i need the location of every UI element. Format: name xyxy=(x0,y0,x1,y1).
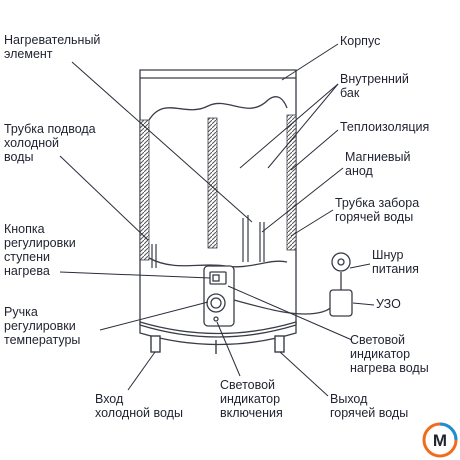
label-body: Корпус xyxy=(340,34,380,48)
label-heating-button: Кнопка регулировки ступени нагрева xyxy=(4,222,76,278)
leader-temp-knob xyxy=(99,301,209,331)
insulation-layer xyxy=(139,114,297,261)
leader-heating-button xyxy=(59,271,211,279)
label-line: регулировки xyxy=(4,319,76,333)
label-line: Вход xyxy=(95,392,124,406)
label-line: горячей воды xyxy=(335,210,414,224)
label-insulation: Теплоизоляция xyxy=(340,120,429,134)
power-cord xyxy=(233,252,353,317)
leader-inner-tank-2 xyxy=(239,83,339,169)
label-magnesium-anode: Магниевый анод xyxy=(345,150,411,178)
label-line: Шнур xyxy=(372,248,404,262)
label-temp-knob: Ручка регулировки температуры xyxy=(4,305,80,347)
label-line: индикатор xyxy=(350,347,411,361)
label-line: Магниевый xyxy=(345,150,411,164)
label-line: включения xyxy=(220,406,283,420)
label-line: Внутренний xyxy=(340,72,409,86)
label-line: элемент xyxy=(4,47,53,61)
label-line: Трубка забора xyxy=(335,196,420,210)
label-line: Кнопка xyxy=(4,222,45,236)
control-panel xyxy=(203,265,235,327)
label-line: холодной воды xyxy=(95,406,183,420)
label-line: Ручка xyxy=(4,305,38,319)
label-line: бак xyxy=(340,86,360,100)
leader-hot-outlet xyxy=(279,351,329,397)
leader-cold-inlet xyxy=(127,351,156,391)
label-heating-element: Нагревательный элемент xyxy=(4,33,100,61)
label-line: Нагревательный xyxy=(4,33,101,47)
label-line: Теплоизоляция xyxy=(340,120,430,134)
leader-inner-tank-1 xyxy=(267,83,339,169)
label-line: горячей воды xyxy=(330,406,409,420)
label-power-cord: Шнур питания xyxy=(372,248,419,276)
inner-tank xyxy=(148,96,288,268)
leader-hot-tube xyxy=(290,209,334,237)
label-line: Трубка подвода xyxy=(4,122,96,136)
label-line: нагрева воды xyxy=(350,361,429,375)
label-hot-outlet-tube: Трубка забора горячей воды xyxy=(335,196,419,224)
label-line: индикатор xyxy=(220,392,281,406)
leader-heating-element xyxy=(71,61,253,223)
label-line: холодной xyxy=(4,136,60,150)
label-heating-indicator: Световой индикатор нагрева воды xyxy=(350,333,429,375)
label-line: УЗО xyxy=(376,297,401,311)
leader-heating-indicator xyxy=(227,285,353,341)
label-line: Световой xyxy=(220,378,276,392)
label-line: воды xyxy=(4,150,34,164)
label-line: анод xyxy=(345,164,373,178)
internal-pipes xyxy=(151,215,265,268)
label-cold-inlet: Вход холодной воды xyxy=(95,392,183,420)
leader-rcd xyxy=(352,302,375,306)
leader-cold-tube xyxy=(59,155,149,241)
leader-lines xyxy=(59,43,375,397)
leader-insulation xyxy=(290,129,339,171)
label-cold-inlet-tube: Трубка подвода холодной воды xyxy=(4,122,96,164)
bottom-pipes xyxy=(150,335,285,354)
label-power-indicator: Световой индикатор включения xyxy=(220,378,283,420)
label-line: Световой xyxy=(350,333,406,347)
label-line: Корпус xyxy=(340,34,381,48)
leader-anode xyxy=(261,167,344,233)
label-rcd: УЗО xyxy=(376,297,401,311)
label-line: нагрева xyxy=(4,264,50,278)
leader-power-indicator xyxy=(216,321,241,377)
label-line: регулировки xyxy=(4,236,76,250)
heater-body xyxy=(139,69,297,346)
label-inner-tank: Внутренний бак xyxy=(340,72,409,100)
label-line: ступени xyxy=(4,250,50,264)
brand-logo: M xyxy=(422,422,458,458)
label-line: температуры xyxy=(4,333,81,347)
logo-letter: M xyxy=(433,431,447,450)
label-line: питания xyxy=(372,262,419,276)
label-hot-outlet: Выход горячей воды xyxy=(330,392,408,420)
label-line: Выход xyxy=(330,392,368,406)
leader-power-cord xyxy=(349,263,371,269)
leader-body xyxy=(281,43,339,81)
